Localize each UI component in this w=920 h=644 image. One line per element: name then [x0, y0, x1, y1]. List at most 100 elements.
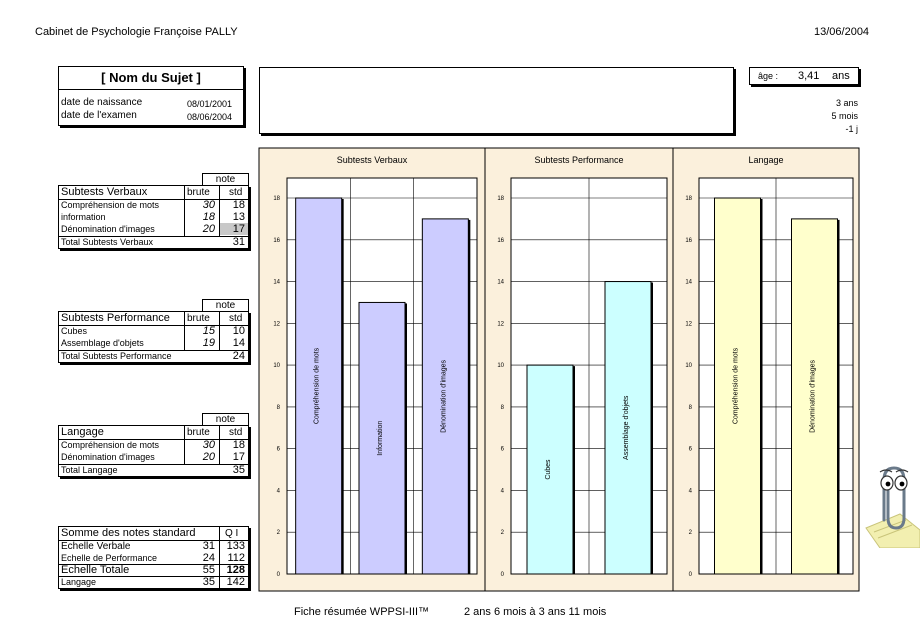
- lang-row-std: 18: [232, 439, 245, 451]
- summary-row-qi: 142: [226, 576, 245, 588]
- bar-label: Compréhension de mots: [733, 347, 740, 424]
- bar: [526, 364, 574, 575]
- summary-row-qi: 128: [226, 564, 245, 576]
- y-tick-label: 12: [273, 321, 280, 327]
- verbal-row-std: 18: [232, 199, 245, 211]
- summary-col-qi: Q I: [225, 528, 239, 539]
- age-unit: ans: [832, 70, 850, 82]
- verbal-row-brute[interactable]: 18: [202, 211, 215, 223]
- age-months: 5 mois: [831, 111, 858, 121]
- perf-row-brute[interactable]: 19: [202, 337, 215, 349]
- y-tick-label: 0: [277, 572, 281, 578]
- lang-row-brute[interactable]: 20: [202, 451, 215, 463]
- age-days: -1 j: [845, 124, 858, 134]
- summary-row-sum: 55: [202, 564, 215, 576]
- lang-col-std: std: [229, 427, 243, 438]
- y-tick-label: 18: [497, 196, 504, 202]
- y-tick-label: 2: [501, 530, 505, 536]
- y-tick-label: 8: [689, 405, 693, 411]
- lang-row-label: Compréhension de mots: [61, 440, 160, 450]
- exam-value: 08/06/2004: [187, 112, 233, 122]
- perf-title: Subtests Performance: [61, 312, 170, 324]
- perf-col-std: std: [229, 313, 243, 324]
- chart-performance: Subtests Performance024681012141618Cubes…: [484, 147, 674, 592]
- bar: [421, 218, 469, 575]
- verbal-title: Subtests Verbaux: [61, 186, 148, 198]
- birth-value: 08/01/2001: [187, 99, 233, 109]
- verbal-row-std: 13: [232, 211, 245, 223]
- footer-title: Fiche résumée WPPSI-III™: [294, 606, 430, 618]
- perf-row-std: 14: [232, 337, 245, 349]
- y-tick-label: 8: [501, 405, 505, 411]
- verbal-col-std: std: [229, 187, 243, 198]
- chart-title: Subtests Performance: [534, 155, 623, 165]
- y-tick-label: 10: [685, 363, 692, 369]
- perf-row-brute[interactable]: 15: [202, 325, 215, 337]
- bar: [358, 301, 406, 575]
- paperclip-assistant-icon[interactable]: [860, 458, 920, 548]
- perf-total: 24: [232, 350, 245, 362]
- verbal-col-brute: brute: [187, 187, 210, 198]
- bar: [604, 281, 652, 575]
- y-tick-label: 18: [685, 196, 692, 202]
- lang-col-brute: brute: [187, 427, 210, 438]
- verbal-row-label: information: [61, 212, 106, 222]
- summary-row-sum: 24: [202, 552, 215, 564]
- performance-table: Subtests Performance brute std Cubes 15 …: [58, 311, 249, 363]
- lang-row-std: 17: [232, 451, 245, 463]
- bar-label: Compréhension de mots: [314, 347, 321, 424]
- verbal-row-label: Compréhension de mots: [61, 200, 160, 210]
- comment-box[interactable]: [259, 67, 734, 134]
- verbal-note-header: note: [202, 173, 249, 186]
- perf-row-label: Assemblage d'objets: [61, 338, 144, 348]
- verbal-row-brute[interactable]: 30: [202, 199, 215, 211]
- y-tick-label: 16: [273, 238, 280, 244]
- summary-row-sum: 35: [202, 576, 215, 588]
- summary-row-label: Echelle Verbale: [61, 541, 131, 552]
- chart-title: Subtests Verbaux: [337, 155, 408, 165]
- lang-row-brute[interactable]: 30: [202, 439, 215, 451]
- y-tick-label: 6: [501, 447, 505, 453]
- y-tick-label: 10: [497, 363, 504, 369]
- subject-box: [ Nom du Sujet ] date de naissance 08/01…: [58, 66, 244, 126]
- bar: [791, 218, 838, 575]
- y-tick-label: 12: [497, 321, 504, 327]
- selected-cell-highlight: [220, 223, 248, 235]
- lang-total: 35: [232, 464, 245, 476]
- bar-label: Dénomination d'images: [810, 359, 817, 432]
- age-box: âge : 3,41 ans: [749, 67, 859, 85]
- perf-note-header: note: [202, 299, 249, 312]
- y-tick-label: 4: [689, 488, 693, 494]
- lang-total-label: Total Langage: [61, 465, 118, 475]
- lang-note-header: note: [202, 413, 249, 426]
- y-tick-label: 0: [501, 572, 505, 578]
- bar: [714, 197, 761, 575]
- lang-row-label: Dénomination d'images: [61, 452, 155, 462]
- verbal-row-std[interactable]: 17: [232, 223, 245, 235]
- y-tick-label: 10: [273, 363, 280, 369]
- age-years: 3 ans: [835, 98, 858, 108]
- y-tick-label: 2: [277, 530, 281, 536]
- verbal-row-brute[interactable]: 20: [202, 223, 215, 235]
- bar: [295, 197, 343, 575]
- y-tick-label: 4: [501, 488, 505, 494]
- y-tick-label: 14: [685, 280, 692, 286]
- y-tick-label: 18: [273, 196, 280, 202]
- verbal-row-label: Dénomination d'images: [61, 224, 155, 234]
- summary-title: Somme des notes standard: [61, 527, 196, 539]
- age-value: 3,41: [798, 70, 820, 82]
- y-tick-label: 12: [685, 321, 692, 327]
- cabinet-title: Cabinet de Psychologie Françoise PALLY: [35, 26, 238, 38]
- langage-table: Langage brute std Compréhension de mots …: [58, 425, 249, 477]
- bar-label: Information: [377, 421, 384, 456]
- verbal-total-label: Total Subtests Verbaux: [61, 237, 154, 247]
- perf-col-brute: brute: [187, 313, 210, 324]
- y-tick-label: 2: [689, 530, 693, 536]
- summary-row-qi: 133: [226, 540, 245, 552]
- perf-total-label: Total Subtests Performance: [61, 351, 172, 361]
- y-tick-label: 14: [497, 280, 504, 286]
- perf-row-std: 10: [232, 325, 245, 337]
- birth-label: date de naissance: [61, 97, 143, 108]
- summary-row-label: Langage: [61, 577, 97, 587]
